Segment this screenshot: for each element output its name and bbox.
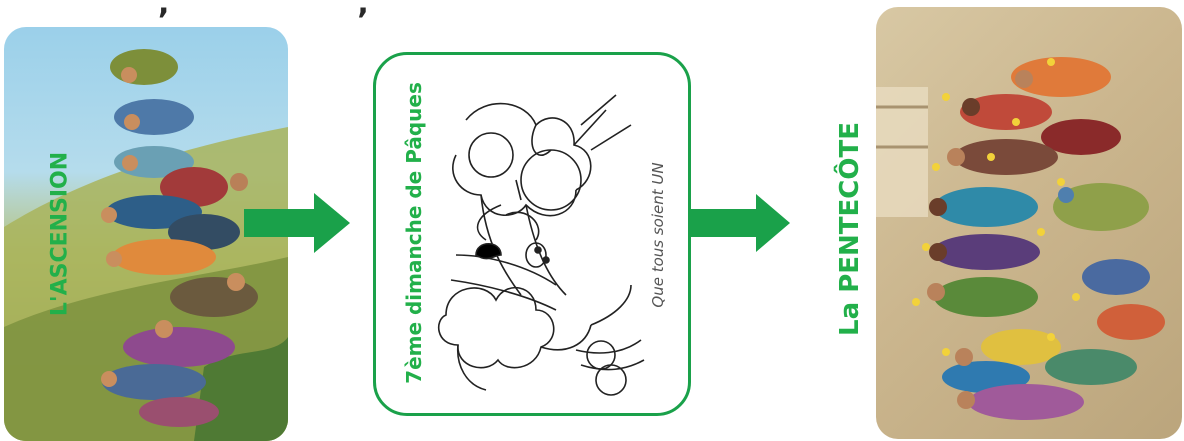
sunday-card: 7ème dimanche de Pâques Que tous soient …: [373, 52, 691, 416]
card-title: 7ème dimanche de Pâques: [402, 82, 426, 384]
ascension-label: L'ASCENSION: [48, 152, 73, 316]
arrow-right-icon: [244, 193, 350, 253]
arrow-right-icon: [688, 194, 790, 252]
cropped-heading: , ,: [158, 0, 369, 21]
pentecost-illustration: [876, 7, 1182, 439]
pentecost-people-drawing: [876, 7, 1182, 439]
cropped-heading-text: , ,: [158, 0, 369, 21]
card-subtitle: Que tous soient UN: [649, 162, 667, 307]
pentecote-label: La PENTECÔTE: [835, 122, 865, 336]
